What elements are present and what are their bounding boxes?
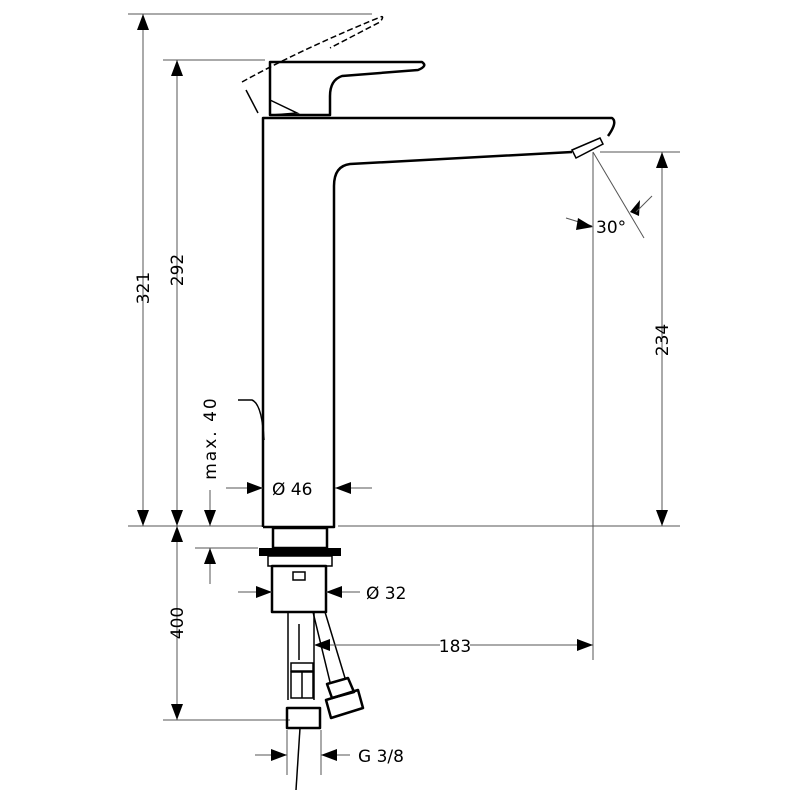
lever-handle <box>268 60 426 117</box>
label-diameter-46: Ø 46 <box>272 480 312 500</box>
label-234: 234 <box>653 324 673 356</box>
dimension-234 <box>656 152 668 526</box>
mounting-nut <box>271 526 329 550</box>
label-321: 321 <box>134 272 154 304</box>
faucet-body <box>238 15 616 791</box>
label-400: 400 <box>168 607 188 639</box>
connection-nut <box>285 706 322 730</box>
dimension-400 <box>171 526 183 720</box>
aerator <box>570 137 605 160</box>
label-292: 292 <box>168 254 188 286</box>
dimension-g38 <box>255 730 350 775</box>
dimension-46 <box>226 482 372 494</box>
label-g-3-8: G 3/8 <box>358 747 404 767</box>
dimension-30deg <box>565 195 653 230</box>
dimension-max40 <box>204 490 216 584</box>
extension-lines <box>128 13 680 721</box>
hose <box>295 727 301 791</box>
dimension-183 <box>314 639 593 651</box>
label-max-40: max. 40 <box>201 396 221 479</box>
lever-open-position <box>241 15 384 83</box>
label-183: 183 <box>439 637 471 657</box>
label-30-degrees: 30° <box>596 218 626 238</box>
flange <box>259 548 341 556</box>
dimension-321 <box>137 14 149 526</box>
shank <box>270 564 328 614</box>
popup-rod <box>238 399 265 441</box>
label-diameter-32: Ø 32 <box>366 584 406 604</box>
dimension-32 <box>238 586 360 598</box>
dimension-292 <box>171 60 183 526</box>
